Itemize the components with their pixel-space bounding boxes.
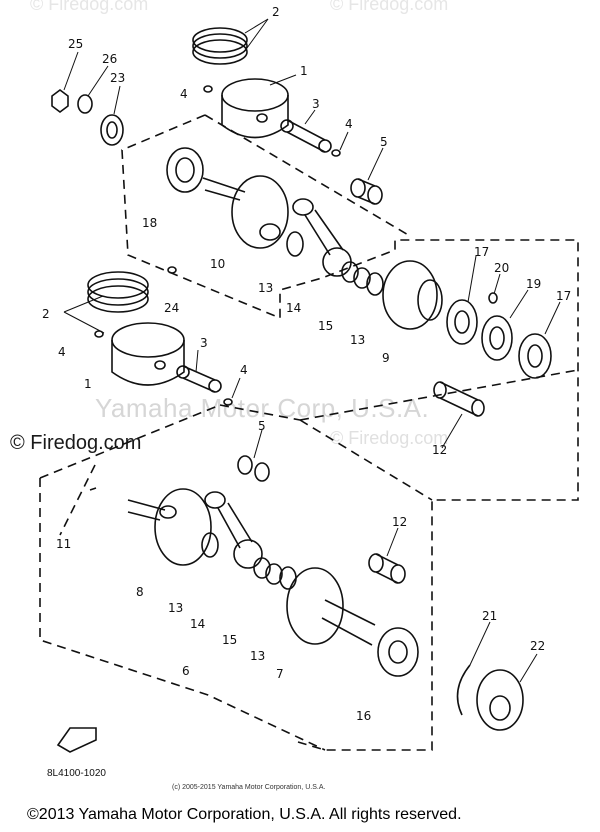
callout-7: 7 <box>276 667 284 681</box>
needle-bearing-lower-5 <box>237 455 270 482</box>
callout-13-upper-b: 13 <box>350 333 365 347</box>
upper-assembly-frame <box>121 114 579 751</box>
footer-copyright: ©2013 Yamaha Motor Corporation, U.S.A. A… <box>27 806 462 823</box>
callout-1-lower: 1 <box>84 377 92 391</box>
callout-5-lower: 5 <box>258 419 266 433</box>
callout-2-top: 2 <box>272 5 280 19</box>
washer-13-upper-a <box>286 231 304 257</box>
crank-web-upper <box>202 175 289 249</box>
callout-13-upper-a: 13 <box>258 281 273 295</box>
crank-web-lower-8 <box>127 488 212 566</box>
washer-13-upper-b <box>366 272 384 296</box>
callout-5-top: 5 <box>380 135 388 149</box>
oil-seal-22 <box>476 669 524 731</box>
crank-web-lower-7 <box>286 567 376 646</box>
callout-6: 6 <box>182 664 190 678</box>
needle-bearing-15-lower <box>253 557 283 585</box>
washer-13-lower-b <box>279 566 297 590</box>
conrod-lower <box>204 491 263 569</box>
clip-upper-a <box>203 85 213 93</box>
piston-lower <box>111 322 185 386</box>
front-arrow-marker <box>56 727 97 753</box>
washer-13-lower-a <box>201 532 219 558</box>
needle-bearing-upper <box>350 178 383 205</box>
callout-26: 26 <box>102 52 117 66</box>
bearing-16 <box>377 627 419 677</box>
piston-pin-lower <box>176 365 222 393</box>
callout-13-lower-a: 13 <box>168 601 183 615</box>
washer-26 <box>77 94 93 114</box>
needle-bearing-12-lower <box>368 553 406 584</box>
piston-rings-lower <box>87 271 149 313</box>
callout-18: 18 <box>142 216 157 230</box>
callout-4-top-right: 4 <box>345 117 353 131</box>
callout-24: 24 <box>164 301 179 315</box>
crank-web-9 <box>382 260 443 330</box>
callout-17-b: 17 <box>556 289 571 303</box>
watermark-left: © Firedog.com <box>10 432 142 454</box>
callout-19: 19 <box>526 277 541 291</box>
callout-3-top: 3 <box>312 97 320 111</box>
callout-8: 8 <box>136 585 144 599</box>
diagram-code: 8L4100-1020 <box>47 768 106 779</box>
oil-seal-23 <box>100 114 124 146</box>
clip-24 <box>167 266 177 274</box>
callout-12-lower: 12 <box>392 515 407 529</box>
callout-2-lower: 2 <box>42 307 50 321</box>
small-copyright: (c) 2005-2015 Yamaha Motor Corporation, … <box>172 784 326 791</box>
callout-13-lower-b: 13 <box>250 649 265 663</box>
key-11 <box>89 487 97 491</box>
callout-14-upper: 14 <box>286 301 301 315</box>
key-20 <box>488 292 498 304</box>
oil-seal-19 <box>481 315 513 361</box>
callout-1-top: 1 <box>300 64 308 78</box>
piston-rings-upper <box>192 27 248 65</box>
watermark-top-left: © Firedog.com <box>30 0 149 14</box>
nut-25 <box>51 89 69 113</box>
callout-21: 21 <box>482 609 497 623</box>
callout-17-a: 17 <box>474 245 489 259</box>
circlip-21 <box>456 664 471 716</box>
callout-14-lower: 14 <box>190 617 205 631</box>
callout-4-top-left: 4 <box>180 87 188 101</box>
callout-10: 10 <box>210 257 225 271</box>
needle-bearing-15-upper <box>341 261 371 289</box>
bearing-17-a <box>446 299 478 345</box>
callout-9: 9 <box>382 351 390 365</box>
callout-20: 20 <box>494 261 509 275</box>
callout-4-lower-right: 4 <box>240 363 248 377</box>
callout-4-lower-left: 4 <box>58 345 66 359</box>
callout-16: 16 <box>356 709 371 723</box>
callout-12-upper: 12 <box>432 443 447 457</box>
callout-3-lower: 3 <box>200 336 208 350</box>
clip-lower-b <box>223 398 233 406</box>
needle-bearing-12-upper <box>433 381 485 417</box>
callout-25: 25 <box>68 37 83 51</box>
clip-lower-a <box>94 330 104 338</box>
watermark-center: Yamaha Motor Corp, U.S.A. <box>95 393 430 423</box>
callout-22: 22 <box>530 639 545 653</box>
watermark-mid: © Firedog.com <box>330 428 449 448</box>
piston-upper <box>221 78 289 139</box>
clip-upper-b <box>331 149 341 157</box>
callout-23: 23 <box>110 71 125 85</box>
bearing-17-b <box>518 333 552 379</box>
bearing-18 <box>166 147 204 193</box>
callout-15-lower: 15 <box>222 633 237 647</box>
piston-pin-upper <box>280 119 332 153</box>
callout-15-upper: 15 <box>318 319 333 333</box>
lower-assembly-frame <box>39 478 326 751</box>
watermark-top-right: © Firedog.com <box>330 0 449 14</box>
callout-11: 11 <box>56 537 71 551</box>
